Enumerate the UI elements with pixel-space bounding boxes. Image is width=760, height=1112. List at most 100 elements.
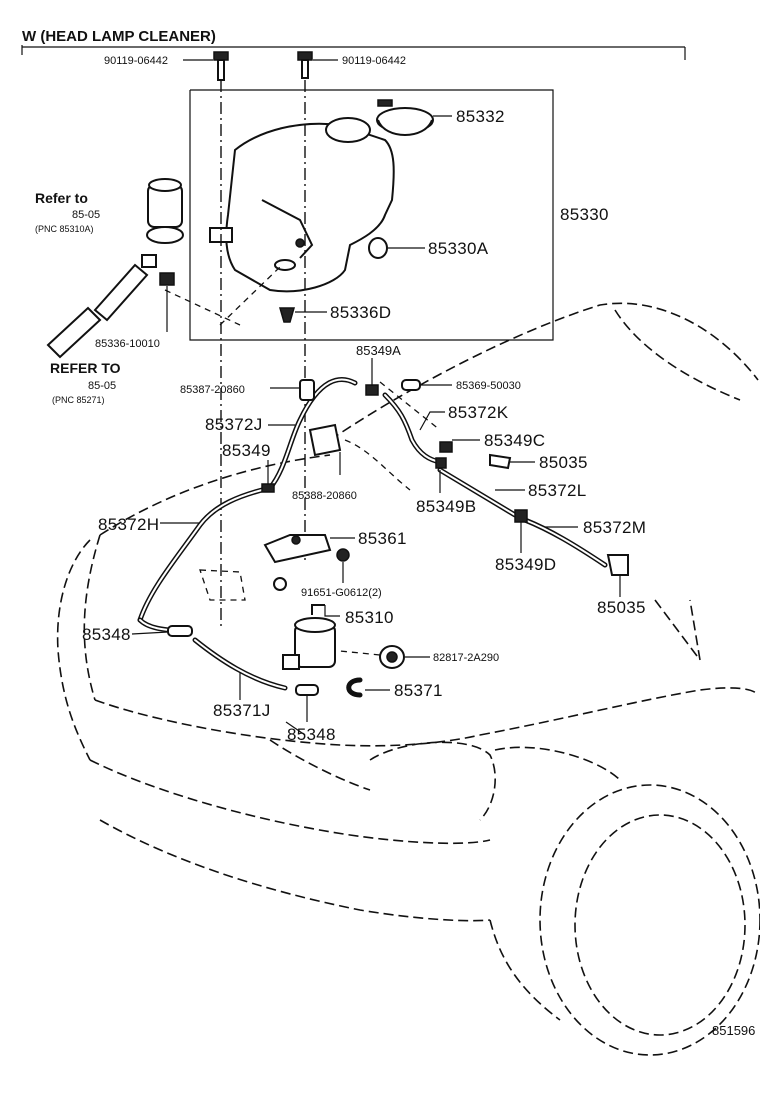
tank-filler-neck bbox=[325, 117, 371, 143]
label-nozzle-right: 85035 bbox=[539, 453, 588, 472]
leader-hose-pump-ext bbox=[285, 721, 306, 736]
label-cap: 85332 bbox=[456, 107, 505, 126]
clamp-bracket-part bbox=[308, 423, 342, 457]
joint-c-part bbox=[439, 441, 453, 453]
label-filter: 85336D bbox=[330, 303, 391, 322]
ref-upper-pnc: (PNC 85310A) bbox=[35, 224, 94, 234]
label-pump-grommet: 82817-2A290 bbox=[433, 652, 499, 664]
bracket-hole bbox=[291, 535, 301, 545]
bolt-left bbox=[213, 51, 229, 81]
tank-grommet bbox=[368, 237, 388, 259]
label-bolt-right: 90119-06442 bbox=[342, 55, 406, 67]
assembly-line-nipple bbox=[164, 289, 241, 326]
cap-skirt bbox=[377, 119, 433, 136]
washer-tank bbox=[209, 117, 395, 293]
tank-assembly-box bbox=[189, 89, 554, 341]
nozzle-lower-part bbox=[606, 554, 629, 576]
fender-front-line bbox=[489, 919, 561, 1021]
ref-lower-page: 85-05 bbox=[88, 380, 116, 392]
assembly-line-outlet bbox=[219, 264, 283, 326]
clamp-mid-part bbox=[299, 379, 315, 401]
bolt-right bbox=[297, 51, 313, 79]
label-nozzle-lower: 85035 bbox=[597, 598, 646, 617]
bolt-right-head bbox=[297, 51, 313, 61]
label-clamp-top: 85369-50030 bbox=[456, 380, 521, 392]
hose-j-inner bbox=[194, 639, 286, 689]
hood-edge-mark bbox=[654, 599, 701, 661]
cap-strap bbox=[377, 99, 393, 107]
windshield-line bbox=[614, 309, 741, 401]
figure-number: 851596 bbox=[712, 1023, 755, 1038]
bracket-body bbox=[263, 534, 332, 564]
washer-pump bbox=[282, 604, 336, 670]
ref-upper-heading: Refer to bbox=[35, 190, 88, 206]
label-hose-pump: 85371J bbox=[213, 701, 271, 720]
grille-line bbox=[269, 739, 371, 791]
hose-l-inner bbox=[439, 469, 516, 516]
check-valve-lower-part bbox=[295, 684, 319, 696]
label-grommet: 85330A bbox=[428, 239, 489, 258]
title-bar: W (HEAD LAMP CLEANER) bbox=[21, 28, 686, 60]
label-hose-m: 85372M bbox=[583, 518, 646, 537]
label-tank-assy: 85330 bbox=[560, 205, 609, 224]
ref-pump-base bbox=[146, 226, 184, 244]
bolt-right-shank bbox=[301, 59, 309, 79]
assembly-line-grommet bbox=[329, 649, 381, 656]
label-hose-k: 85372K bbox=[448, 403, 509, 422]
label-joint: 85349 bbox=[222, 441, 271, 460]
pump-nozzle bbox=[282, 654, 300, 670]
pump-grommet bbox=[379, 645, 405, 669]
ref-lower-pnc: (PNC 85271) bbox=[52, 395, 105, 405]
nozzle-right-part bbox=[489, 453, 512, 470]
label-hose-h: 85372H bbox=[98, 515, 159, 534]
reference-block-upper: Refer to 85-05 (PNC 85310A) bbox=[35, 190, 100, 234]
bracket-washer bbox=[273, 577, 287, 591]
bumper-lower-line bbox=[99, 819, 491, 922]
leader-lines bbox=[131, 59, 621, 736]
ref-upper-page: 85-05 bbox=[72, 209, 100, 221]
short-hose bbox=[346, 677, 363, 698]
pump-bracket bbox=[199, 534, 350, 601]
label-bolt-left: 90119-06442 bbox=[104, 55, 168, 67]
bracket-phantom bbox=[199, 569, 246, 601]
check-valve-left-part bbox=[167, 625, 193, 637]
label-joint-c: 85349C bbox=[484, 431, 545, 450]
fog-lamp-line bbox=[369, 741, 496, 821]
label-joint-b: 85349B bbox=[416, 497, 476, 516]
pump-top bbox=[294, 617, 336, 633]
ref-lower-heading: REFER TO bbox=[50, 360, 121, 376]
leader-hose-k bbox=[419, 411, 445, 431]
joint-b-part bbox=[435, 457, 447, 469]
short-hose-body bbox=[346, 677, 363, 698]
bolt-left-head bbox=[213, 51, 229, 61]
ref-pump-top bbox=[148, 178, 182, 192]
pump-grommet-hole bbox=[386, 651, 398, 663]
joint-a-part bbox=[365, 384, 379, 396]
hose-k-inner bbox=[384, 394, 441, 463]
leader-check-valve-left bbox=[131, 631, 169, 635]
assembly-line-joint-a bbox=[379, 381, 441, 431]
bolt-left-shank bbox=[217, 59, 225, 81]
hose-b-path bbox=[344, 439, 411, 491]
hood-front-line bbox=[99, 454, 331, 536]
label-check-valve-lower: 85348 bbox=[287, 725, 336, 744]
reference-hoses bbox=[46, 263, 149, 359]
joints bbox=[261, 379, 629, 576]
clamp-top-part bbox=[401, 379, 421, 391]
label-bracket: 85361 bbox=[358, 529, 407, 548]
tank-body bbox=[225, 122, 395, 293]
ref-pump-nipple bbox=[141, 254, 157, 268]
reference-block-lower: REFER TO 85-05 (PNC 85271) bbox=[50, 360, 121, 405]
filter-body bbox=[279, 307, 295, 323]
fender-top-line bbox=[479, 687, 759, 736]
check-valves bbox=[167, 625, 319, 696]
tank-nipple-part bbox=[159, 272, 175, 286]
label-tank-nipple: 85336-10010 bbox=[95, 338, 160, 350]
leader-pump bbox=[324, 605, 340, 617]
label-check-valve-left: 85348 bbox=[82, 625, 131, 644]
callout-labels: 90119-06442 90119-06442 85332 85330 8533… bbox=[82, 55, 646, 744]
front-corner-line bbox=[83, 534, 101, 701]
label-joint-d: 85349D bbox=[495, 555, 556, 574]
label-hose-j: 85372J bbox=[205, 415, 263, 434]
